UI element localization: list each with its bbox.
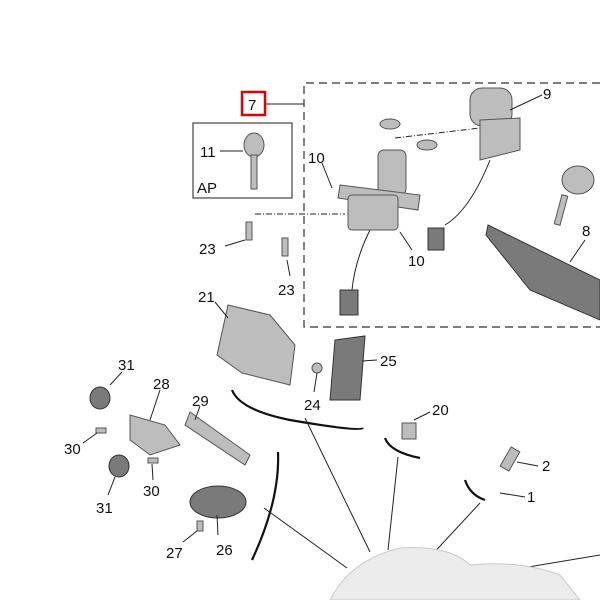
callout-23-a[interactable]: 23 <box>199 241 216 258</box>
callout-23-b[interactable]: 23 <box>278 282 295 299</box>
callout-21[interactable]: 21 <box>198 289 215 306</box>
callout-1[interactable]: 1 <box>527 489 535 506</box>
callout-8[interactable]: 8 <box>582 223 590 240</box>
key-part[interactable] <box>243 132 265 158</box>
callout-31-a[interactable]: 31 <box>118 357 135 374</box>
callout-25[interactable]: 25 <box>380 353 397 370</box>
main-switch-part[interactable] <box>377 149 407 196</box>
highlight-box[interactable] <box>240 90 267 117</box>
callout-11[interactable]: 11 <box>200 144 216 161</box>
assembly-boundary <box>303 82 600 328</box>
callout-29[interactable]: 29 <box>192 393 209 410</box>
bracket-28-part[interactable] <box>129 414 181 456</box>
callout-9[interactable]: 9 <box>543 86 551 103</box>
seat-part[interactable] <box>485 224 600 321</box>
callout-26[interactable]: 26 <box>216 542 233 559</box>
motorcycle-outline <box>329 547 581 600</box>
callout-24[interactable]: 24 <box>304 397 321 414</box>
damper-31-b-part[interactable] <box>108 454 130 478</box>
callout-30-b[interactable]: 30 <box>143 483 160 500</box>
horn-part[interactable] <box>189 485 247 519</box>
sensor-2-part[interactable] <box>499 446 521 472</box>
callout-20[interactable]: 20 <box>432 402 449 419</box>
callout-7[interactable]: 7 <box>248 97 256 114</box>
keys-part[interactable] <box>561 165 595 195</box>
callout-2[interactable]: 2 <box>542 458 550 475</box>
callout-10-b[interactable]: 10 <box>408 253 425 270</box>
callout-10-a[interactable]: 10 <box>308 150 325 167</box>
callout-27[interactable]: 27 <box>166 545 183 562</box>
switch-20-part[interactable] <box>401 422 417 440</box>
inset-label: AP <box>197 180 217 197</box>
callout-30-a[interactable]: 30 <box>64 441 81 458</box>
relay-part[interactable] <box>329 335 366 401</box>
bracket-part[interactable] <box>216 304 296 386</box>
callout-28[interactable]: 28 <box>153 376 170 393</box>
plate-29-part[interactable] <box>184 411 251 466</box>
damper-31-part[interactable] <box>89 386 111 410</box>
callout-31-b[interactable]: 31 <box>96 500 113 517</box>
ap-inset <box>192 122 293 199</box>
